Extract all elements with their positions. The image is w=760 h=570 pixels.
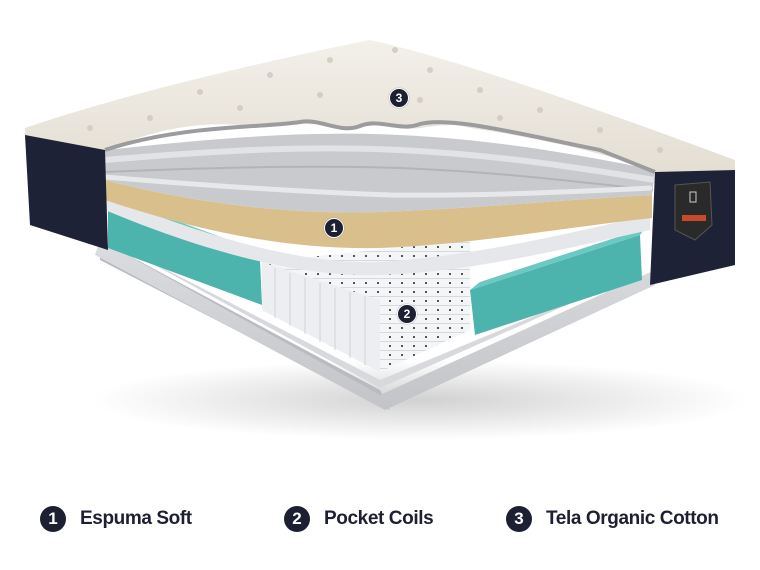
- legend-label: Tela Organic Cotton: [546, 508, 719, 529]
- layer-legend: 1 Espuma Soft 2 Pocket Coils 3 Tela Orga…: [0, 500, 760, 540]
- marker-3-cotton: 3: [389, 88, 409, 108]
- marker-2-coils: 2: [397, 304, 417, 324]
- mattress-illustration: 3 1 2: [25, 40, 750, 440]
- legend-label: Espuma Soft: [80, 508, 192, 529]
- marker-1-foam: 1: [324, 218, 344, 238]
- legend-item-espuma-soft: 1 Espuma Soft: [40, 506, 192, 532]
- mattress-graphic: [25, 40, 750, 440]
- number-2-badge: 2: [284, 506, 310, 532]
- legend-item-tela-organic-cotton: 3 Tela Organic Cotton: [506, 506, 719, 532]
- legend-label: Pocket Coils: [324, 508, 434, 529]
- legend-item-pocket-coils: 2 Pocket Coils: [284, 506, 434, 532]
- number-1-badge: 1: [40, 506, 66, 532]
- number-3-badge: 3: [506, 506, 532, 532]
